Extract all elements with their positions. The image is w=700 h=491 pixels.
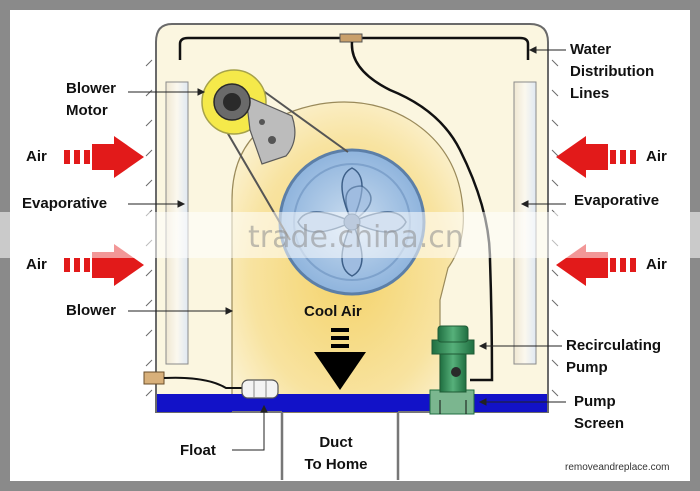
label-air-left-top: Air — [26, 148, 47, 165]
water-reservoir — [157, 394, 547, 412]
water-feed-line — [350, 41, 494, 382]
label-blower-motor: Blower Motor — [66, 78, 116, 122]
credit-text: removeandreplace.com — [565, 462, 670, 473]
label-line: Recirculating — [566, 337, 662, 354]
watermark-band — [0, 212, 700, 258]
label-line: Lines — [570, 85, 610, 102]
leader-lines — [128, 46, 566, 451]
label-air-right-top: Air — [646, 148, 667, 165]
label-line: Distribution — [570, 63, 655, 80]
label-line: To Home — [304, 456, 368, 473]
label-air-left-bottom: Air — [26, 256, 47, 273]
label-line: Water — [570, 41, 612, 58]
blower-motor — [201, 69, 296, 165]
label-recirculating-pump: Recirculating Pump — [566, 335, 661, 379]
label-line: Blower — [66, 80, 117, 97]
label-water-distribution-lines: Water Distribution Lines — [570, 39, 654, 105]
label-line: Screen — [574, 415, 625, 432]
label-cool-air: Cool Air — [304, 303, 362, 320]
label-float: Float — [180, 442, 216, 459]
label-line: Motor — [66, 102, 108, 119]
air-arrow-left-top — [64, 136, 144, 178]
label-duct-to-home: Duct To Home — [296, 432, 376, 476]
watermark-text: trade.china.cn — [248, 220, 464, 255]
label-line: Pump — [574, 393, 616, 410]
label-pump-screen: Pump Screen — [574, 391, 624, 435]
label-line: Duct — [319, 434, 353, 451]
label-evaporative-right: Evaporative — [574, 192, 660, 209]
label-line: Pump — [566, 359, 608, 376]
duct — [280, 412, 400, 480]
distribution-valve — [339, 33, 363, 43]
label-evaporative-left: Evaporative — [22, 195, 108, 212]
label-blower: Blower — [66, 302, 117, 319]
cool-air-arrow — [314, 328, 366, 390]
air-arrow-right-top — [556, 136, 636, 178]
recirculating-pump — [429, 325, 475, 415]
float-assembly — [143, 371, 279, 399]
label-air-right-bottom: Air — [646, 256, 667, 273]
